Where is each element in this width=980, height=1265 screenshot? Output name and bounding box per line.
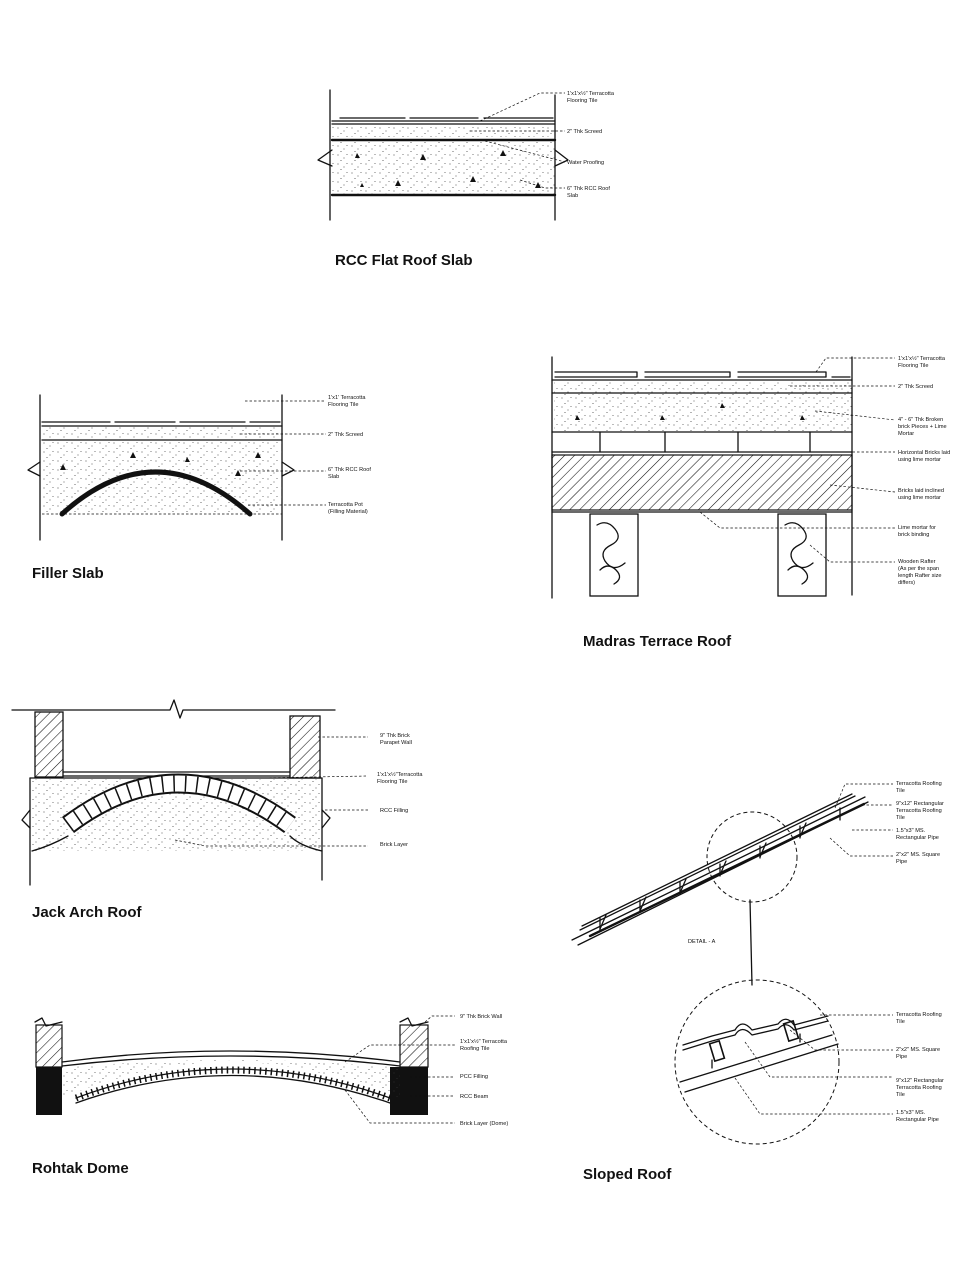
sloped-label-rect-pipe: 1.5"x3" MS.Rectangular Pipe [896,828,939,841]
rohtak-label-beam: RCC Beam [460,1094,489,1100]
rcc-label-screed: 2" Thk Screed [567,129,602,135]
rohtak-label-dome: Brick Layer (Dome) [460,1121,508,1127]
detail-label-rect-pipe: 1.5"x3" MS.Rectangular Pipe [896,1110,939,1123]
filler-title: Filler Slab [32,565,104,582]
rohtak-title: Rohtak Dome [32,1160,129,1177]
filler-label-pot: Terracotta Pot(Filling Material) [328,502,368,515]
jack-title: Jack Arch Roof [32,904,142,921]
jack-label-rcc: RCC Filling [380,808,408,814]
detail-a-title: DETAIL - A [688,939,716,945]
madras-title: Madras Terrace Roof [583,633,732,650]
jack-label-brick: Brick Layer [380,842,408,848]
rcc-title: RCC Flat Roof Slab [335,252,473,269]
filler-label-screed: 2" Thk Screed [328,432,363,438]
rohtak-label-wall: 9" Thk Brick Wall [460,1014,502,1020]
rohtak-label-pcc: PCC Filling [460,1074,488,1080]
rcc-label-waterproofing: Water Proofing [567,160,604,166]
madras-label-screed: 2" Thk Screed [898,384,933,390]
sloped-title: Sloped Roof [583,1166,672,1183]
